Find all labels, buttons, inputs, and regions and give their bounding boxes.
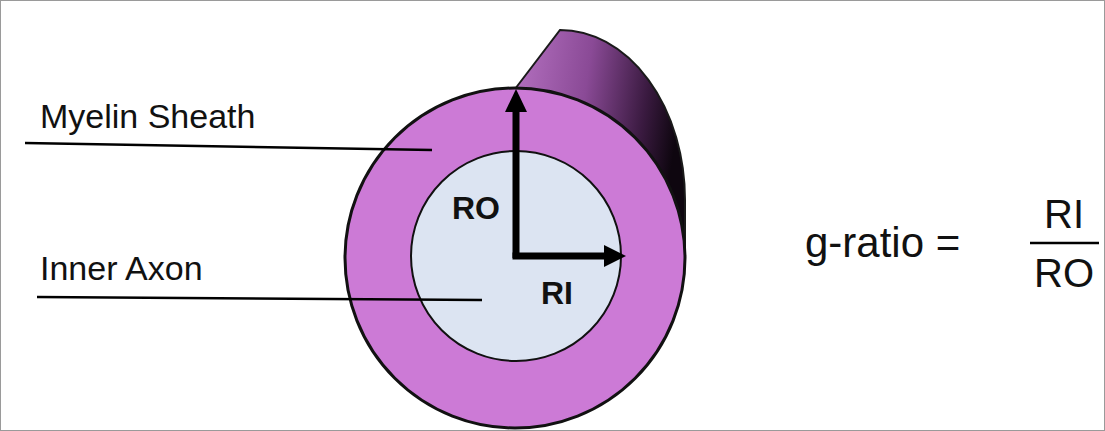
leader-line [37,297,482,300]
myelin-ring [345,88,685,428]
radius-label: RI [541,277,573,309]
fraction-denominator: RO [1034,253,1094,293]
ri-arrow-shaft [513,253,607,260]
ri-arrowhead [604,245,626,267]
part-label: Myelin Sheath [40,99,255,133]
ro-arrowhead [505,89,527,112]
formula-text: g-ratio = [805,222,960,264]
fraction-bar [1030,242,1099,245]
leader-line [25,143,432,150]
part-label: Inner Axon [40,251,203,285]
fraction-numerator: RI [1044,194,1084,234]
radius-label: RO [452,192,500,224]
ro-arrow-shaft [513,110,520,258]
